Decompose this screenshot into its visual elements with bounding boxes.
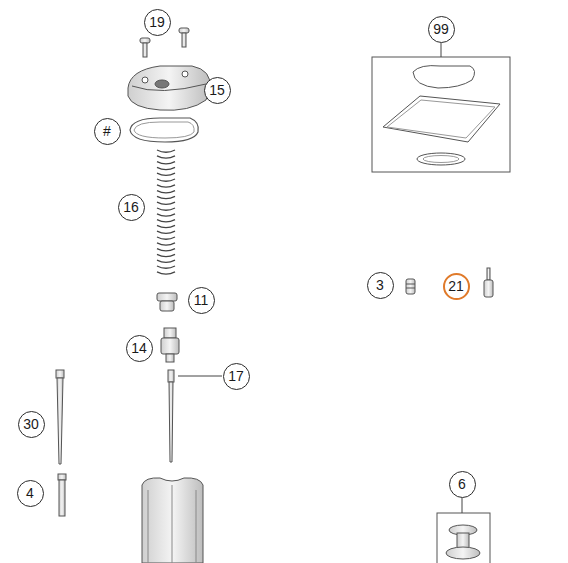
needle-holder xyxy=(161,328,179,362)
pilot-jet xyxy=(406,279,415,294)
callout-text: 17 xyxy=(228,369,244,383)
callout-text: 4 xyxy=(26,486,34,500)
callout-number: 99 xyxy=(428,16,455,43)
needle-jet xyxy=(56,370,64,464)
throttle-slide xyxy=(142,478,203,563)
spring-seat xyxy=(157,293,177,311)
gasket xyxy=(130,118,198,142)
leader-line xyxy=(462,498,463,513)
spring xyxy=(157,150,175,274)
callout-text: # xyxy=(103,124,111,138)
callout-number: 4 xyxy=(17,480,44,507)
callout-text: 14 xyxy=(131,341,147,355)
callout-text: 30 xyxy=(23,417,39,431)
callout-number: 16 xyxy=(118,194,145,221)
callout-number: 21 xyxy=(443,273,470,300)
callout-number: 14 xyxy=(126,335,153,362)
callout-text: 16 xyxy=(123,200,139,214)
callout-text: 11 xyxy=(194,293,209,307)
callout-number: 3 xyxy=(367,272,394,299)
callout-text: 99 xyxy=(433,22,449,36)
cover-plate xyxy=(128,66,210,110)
callout-number: 17 xyxy=(223,363,250,390)
callout-number: 19 xyxy=(144,9,171,36)
float-valve xyxy=(437,513,490,563)
callout-text: 21 xyxy=(448,279,464,293)
callout-text: 15 xyxy=(209,83,225,97)
callout-text: 19 xyxy=(149,15,165,29)
jet xyxy=(58,474,66,516)
mixture-screw xyxy=(484,268,493,297)
callout-text: 6 xyxy=(458,477,466,491)
callout-number: 6 xyxy=(449,471,476,498)
jet-needle xyxy=(168,370,174,462)
callout-number: 11 xyxy=(188,287,215,314)
gasket-kit xyxy=(372,57,510,172)
leader-line xyxy=(178,376,222,377)
callout-number: 30 xyxy=(18,411,45,438)
leader-line xyxy=(441,43,442,57)
callout-number: # xyxy=(94,118,121,145)
callout-number: 15 xyxy=(204,77,231,104)
callout-text: 3 xyxy=(376,278,384,292)
